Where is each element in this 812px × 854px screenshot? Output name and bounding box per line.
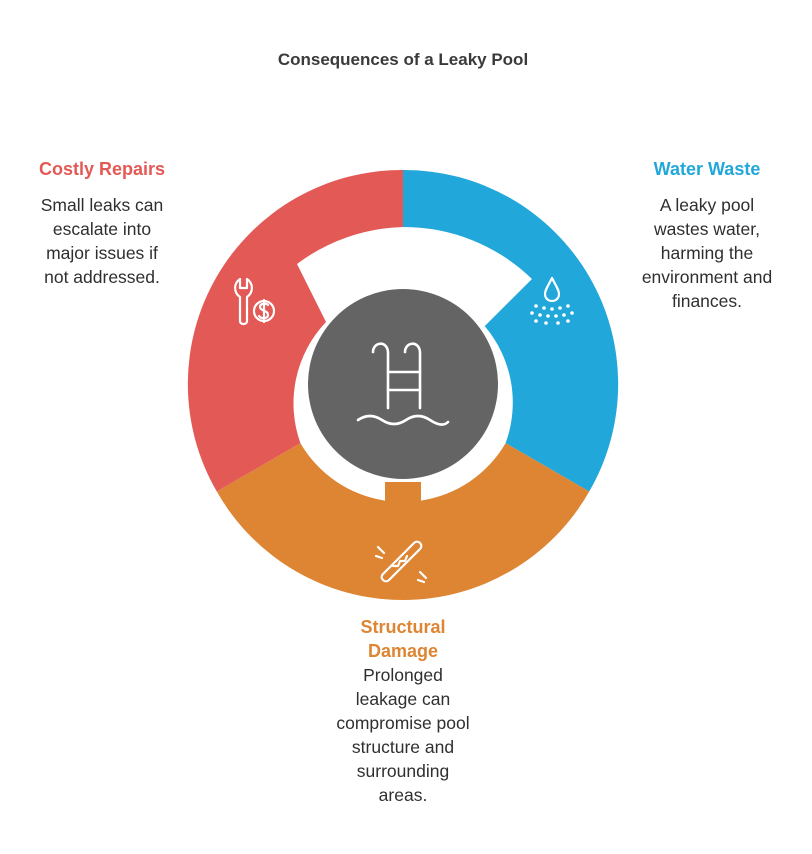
structural-damage-line-1: Prolonged: [363, 665, 443, 685]
costly-repairs-heading: Costly Repairs: [12, 157, 192, 181]
water-drop-spray-icon: [530, 276, 574, 325]
water-waste-description: A leaky pool wastes water, harming the e…: [612, 193, 802, 313]
water-waste-heading-text: Water Waste: [653, 159, 761, 179]
pool-ladder-icon: [356, 342, 450, 426]
costly-repairs-line-4: not addressed.: [44, 267, 160, 287]
costly-repairs-description: Small leaks can escalate into major issu…: [12, 193, 192, 289]
center-circle: [308, 289, 498, 479]
structural-damage-line-3: compromise pool: [336, 713, 470, 733]
diagram-title: Consequences of a Leaky Pool: [277, 50, 529, 69]
water-waste-line-2: wastes water,: [653, 219, 761, 239]
structural-damage-line-4: structure and: [351, 737, 455, 757]
costly-repairs-line-3: major issues if: [46, 243, 158, 263]
structural-damage-line-5: surrounding: [356, 761, 450, 781]
structural-damage-line-6: areas.: [378, 785, 428, 805]
structural-damage-line-2: leakage can: [355, 689, 451, 709]
structural-damage-heading-line-2: Damage: [367, 641, 439, 661]
costly-repairs-segment: [187, 169, 403, 492]
structural-damage-description: Prolonged leakage can compromise pool st…: [303, 663, 503, 807]
water-waste-line-1: A leaky pool: [659, 195, 755, 215]
structural-damage-heading-line-1: Structural: [360, 617, 446, 637]
water-waste-heading: Water Waste: [612, 157, 802, 181]
costly-repairs-line-2: escalate into: [52, 219, 152, 239]
cracked-beam-icon: [374, 540, 428, 584]
water-waste-line-4: environment and: [641, 267, 773, 287]
wrench-dollar-icon: [234, 277, 276, 326]
water-waste-segment: [403, 169, 619, 492]
water-waste-line-5: finances.: [671, 291, 743, 311]
water-waste-line-3: harming the: [660, 243, 754, 263]
costly-repairs-heading-text: Costly Repairs: [38, 159, 166, 179]
structural-damage-segment: [216, 443, 590, 601]
structural-damage-heading: Structural Damage: [303, 615, 503, 663]
costly-repairs-line-1: Small leaks can: [40, 195, 164, 215]
